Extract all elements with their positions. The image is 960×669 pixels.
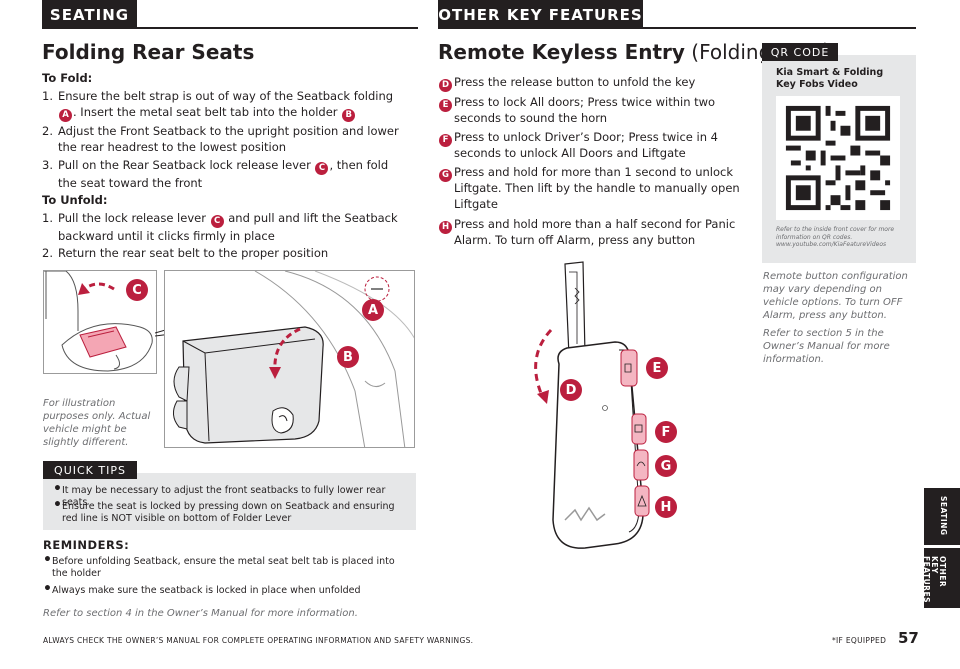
reminder-2: •Always make sure the seatback is locked… xyxy=(43,581,361,597)
badge-a: A xyxy=(59,108,72,122)
seating-header-tab: SEATING xyxy=(42,0,137,29)
qr-code-icon xyxy=(785,105,891,211)
figure-badge-h: H xyxy=(655,496,677,518)
reminder-1: •Before unfolding Seatback, ensure the m… xyxy=(43,552,395,579)
quick-tip-2: •Ensure the seat is locked by pressing d… xyxy=(53,497,395,524)
remote-item-d: D Press the release button to unfold the… xyxy=(438,74,754,92)
seat-lever-illustration xyxy=(44,271,153,372)
footer-if-equipped: *IF EQUIPPED xyxy=(832,636,887,645)
figure-badge-g: G xyxy=(655,455,677,477)
badge-b: B xyxy=(342,108,356,122)
to-fold-label: To Fold: xyxy=(42,71,93,85)
quick-tips-tag: QUICK TIPS xyxy=(43,461,137,479)
page-number: 57 xyxy=(898,629,919,647)
side-tab-seating[interactable]: SEATING xyxy=(924,488,960,545)
quick-tips-box xyxy=(43,473,416,530)
fold-step-2: 2. Adjust the Front Seatback to the upri… xyxy=(42,124,399,154)
badge-c: C xyxy=(315,161,329,175)
remote-item-f: F Press to unlock Driver’s Door; Press t… xyxy=(438,129,754,161)
badge-d: D xyxy=(439,78,452,92)
rear-seat-figure: A B xyxy=(164,270,415,448)
remote-config-note: Remote button configuration may vary dep… xyxy=(763,271,908,321)
seat-lever-figure: C xyxy=(43,270,157,374)
remote-item-g: G Press and hold for more than 1 second … xyxy=(438,164,754,212)
remote-item-h: H Press and hold more than a half second… xyxy=(438,216,754,248)
footer-warning: ALWAYS CHECK THE OWNER’S MANUAL FOR COMP… xyxy=(43,636,474,645)
badge-e: E xyxy=(439,98,452,112)
badge-g: G xyxy=(439,168,452,182)
badge-c: C xyxy=(210,214,224,228)
figure-badge-e: E xyxy=(646,357,668,379)
other-key-features-header-tab: OTHER KEY FEATURES xyxy=(438,0,643,29)
other-key-features-header-rule xyxy=(438,27,916,29)
badge-f: F xyxy=(439,133,452,147)
remote-refer-note: Refer to section 5 in the Owner’s Manual… xyxy=(763,328,890,365)
key-fob-figure: E D F G H xyxy=(515,258,685,550)
side-tab-other-key-features[interactable]: OTHER KEY FEATURES xyxy=(922,548,960,608)
illustration-note: For illustration purposes only. Actual v… xyxy=(43,398,151,448)
rear-seat-illustration xyxy=(173,271,414,447)
figure-badge-f: F xyxy=(655,421,677,443)
qr-title: Kia Smart & Folding Key Fobs Video xyxy=(776,67,884,90)
seating-header-rule xyxy=(42,27,418,29)
unfold-step-1: 1. Pull the lock release lever C and pul… xyxy=(42,211,398,243)
figure-badge-b: B xyxy=(337,346,359,368)
reminders-title: REMINDERS: xyxy=(43,538,130,552)
figure-badge-d: D xyxy=(560,379,582,401)
figure-badge-a: A xyxy=(362,299,384,321)
fold-step-3: 3. Pull on the Rear Seatback lock releas… xyxy=(42,158,389,190)
badge-h: H xyxy=(439,220,452,234)
qr-code-tag: QR CODE xyxy=(762,43,838,61)
qr-caption: Refer to the inside front cover for more… xyxy=(776,226,895,248)
to-unfold-label: To Unfold: xyxy=(42,193,108,207)
remote-item-e: E Press to lock All doors; Press twice w… xyxy=(438,94,754,126)
fold-step-1: 1. Ensure the belt strap is out of way o… xyxy=(42,89,394,122)
folding-rear-seats-title: Folding Rear Seats xyxy=(42,40,255,64)
qr-code-image[interactable] xyxy=(776,96,900,220)
reminders-refer-note: Refer to section 4 in the Owner’s Manual… xyxy=(43,608,358,619)
figure-badge-c: C xyxy=(126,279,148,301)
quick-tip-1: •It may be necessary to adjust the front… xyxy=(53,481,386,508)
unfold-step-2: 2. Return the rear seat belt to the prop… xyxy=(42,246,329,260)
